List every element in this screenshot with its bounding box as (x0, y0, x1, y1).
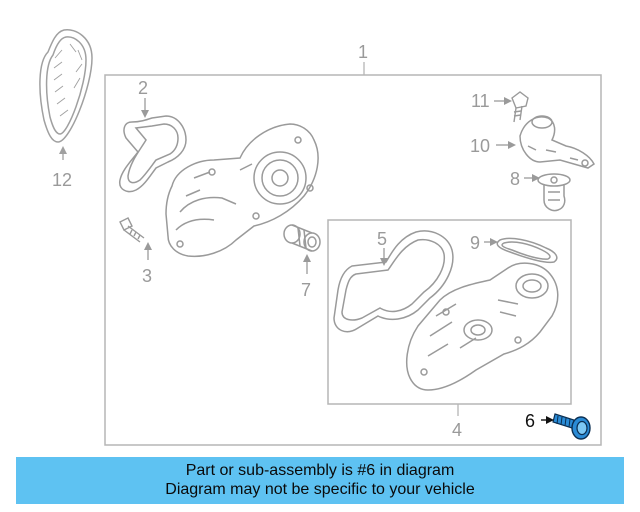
callout-5: 5 (377, 229, 387, 249)
callout-11: 11 (471, 91, 490, 111)
bolt-part-3 (119, 217, 145, 243)
callout-3: 3 (142, 266, 152, 286)
callout-2: 2 (138, 78, 148, 98)
bolt-part-6 (552, 413, 591, 440)
callout-4: 4 (452, 420, 462, 440)
subassembly-frame-4 (327, 219, 572, 405)
arrow-3 (144, 242, 152, 250)
arrow-10 (508, 141, 516, 149)
callout-1: 1 (358, 42, 368, 62)
seal-part-7 (283, 224, 321, 252)
callout-9: 9 (470, 233, 480, 253)
drive-belt-part-12 (39, 29, 93, 143)
callout-7: 7 (301, 280, 311, 300)
thermostat-part-8 (537, 173, 571, 212)
info-banner: Part or sub-assembly is #6 in diagram Di… (16, 457, 624, 504)
arrow-2 (141, 110, 149, 118)
banner-line-2: Diagram may not be specific to your vehi… (165, 481, 475, 498)
parts-diagram: 1 4 12 2 3 (39, 29, 602, 446)
arrow-5 (380, 258, 388, 266)
arrow-9 (490, 238, 498, 246)
housing-assembly-part-4 (405, 262, 559, 391)
thermostat-housing-part-10 (519, 115, 595, 169)
callout-6: 6 (525, 411, 535, 431)
arrow-6 (546, 416, 554, 424)
arrow-7 (303, 254, 311, 262)
arrow-11 (504, 97, 512, 105)
arrow-12 (59, 146, 67, 154)
arrow-8 (532, 174, 540, 182)
callout-10: 10 (470, 136, 490, 156)
callout-8: 8 (510, 169, 520, 189)
gasket-part-5 (333, 230, 454, 333)
gasket-part-9 (496, 237, 558, 264)
water-pump-body (165, 123, 319, 258)
assembly-frame-1 (104, 74, 602, 446)
callout-12: 12 (52, 170, 72, 190)
banner-line-1: Part or sub-assembly is #6 in diagram (185, 462, 455, 479)
bolt-part-11 (511, 91, 529, 123)
gasket-part-2 (119, 115, 187, 193)
